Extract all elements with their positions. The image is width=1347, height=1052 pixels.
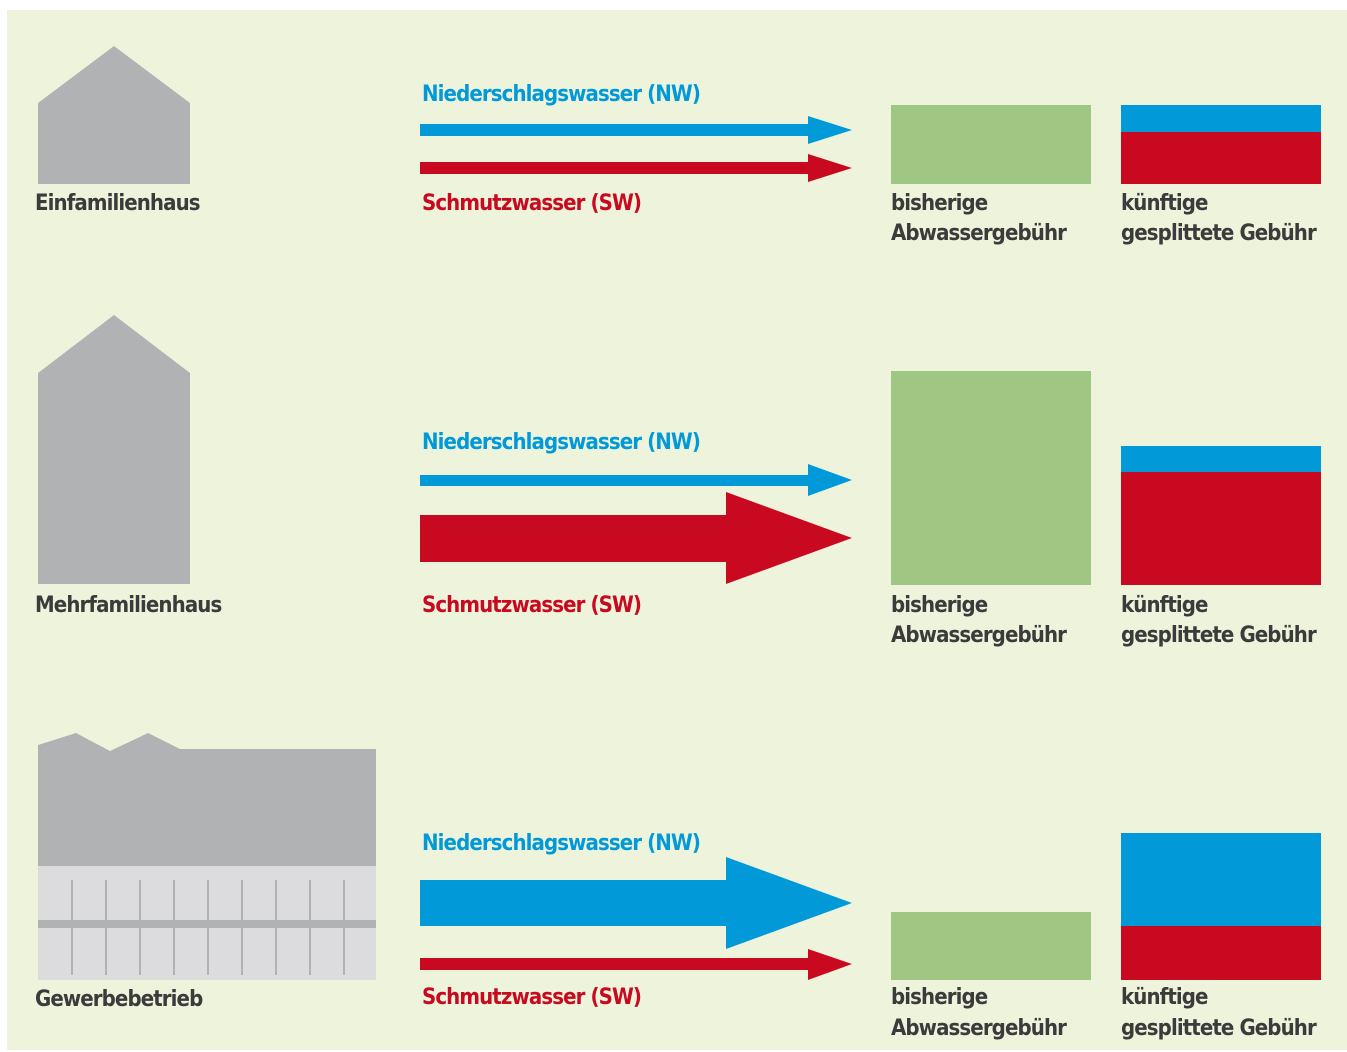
- old-fee-label-line-1: bisherige: [891, 593, 988, 618]
- new-fee-nw-segment: [1121, 105, 1321, 132]
- multi-family-house-icon: [38, 315, 190, 584]
- sw-label: Schmutzwasser (SW): [422, 593, 642, 618]
- sw-label: Schmutzwasser (SW): [422, 191, 642, 216]
- nw-arrow: [420, 857, 852, 949]
- new-fee-sw-segment: [1121, 132, 1321, 184]
- building-label: Einfamilienhaus: [35, 191, 201, 216]
- nw-label: Niederschlagswasser (NW): [422, 82, 701, 107]
- nw-arrow: [420, 116, 852, 144]
- old-fee-label-line-2: Abwassergebühr: [891, 221, 1067, 246]
- old-fee-bar: [891, 371, 1091, 585]
- new-fee-label-line-1: künftige: [1121, 985, 1208, 1010]
- old-fee-label-line-1: bisherige: [891, 985, 988, 1010]
- new-fee-label-line-2: gesplittete Gebühr: [1121, 221, 1317, 246]
- nw-label: Niederschlagswasser (NW): [422, 831, 701, 856]
- old-fee-label-line-2: Abwassergebühr: [891, 1016, 1067, 1041]
- old-fee-bar: [891, 912, 1091, 980]
- new-fee-sw-segment: [1121, 926, 1321, 980]
- new-fee-sw-segment: [1121, 472, 1321, 585]
- single-family-house-icon: [38, 46, 190, 184]
- old-fee-bar: [891, 105, 1091, 184]
- new-fee-label-line-2: gesplittete Gebühr: [1121, 1016, 1317, 1041]
- commercial-building-windows: [71, 880, 345, 975]
- commercial-building-icon: [38, 733, 376, 866]
- nw-label: Niederschlagswasser (NW): [422, 430, 701, 455]
- sw-label: Schmutzwasser (SW): [422, 985, 642, 1010]
- new-fee-label-line-1: künftige: [1121, 593, 1208, 618]
- new-fee-nw-segment: [1121, 833, 1321, 926]
- new-fee-nw-segment: [1121, 446, 1321, 472]
- building-label: Mehrfamilienhaus: [35, 593, 222, 618]
- sw-arrow: [420, 492, 852, 584]
- new-fee-label-line-1: künftige: [1121, 191, 1208, 216]
- old-fee-label-line-2: Abwassergebühr: [891, 623, 1067, 648]
- old-fee-label-line-1: bisherige: [891, 191, 988, 216]
- sw-arrow: [420, 949, 852, 980]
- new-fee-label-line-2: gesplittete Gebühr: [1121, 623, 1317, 648]
- building-label: Gewerbebetrieb: [35, 987, 203, 1012]
- sw-arrow: [420, 154, 852, 182]
- nw-arrow: [420, 464, 852, 496]
